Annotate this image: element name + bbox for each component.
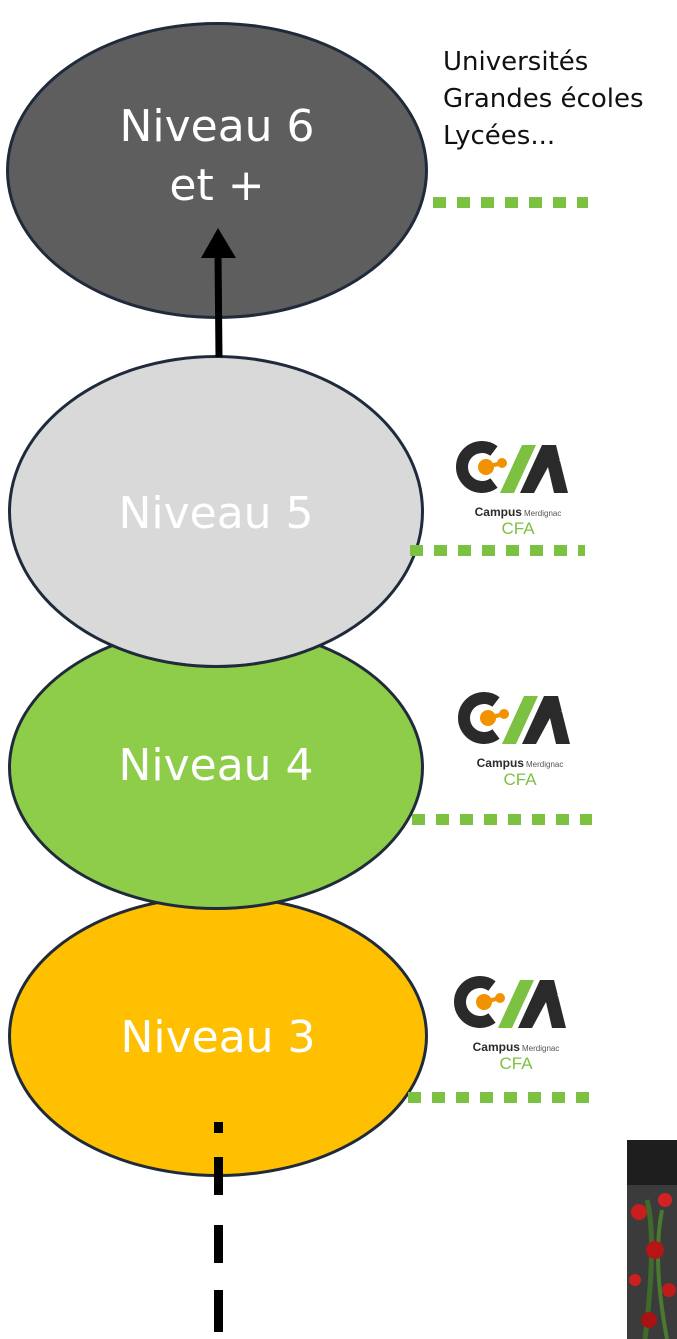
destination-universites: Universités	[443, 47, 589, 77]
campus-cfa-emblem-icon: ✦	[456, 441, 568, 493]
logo-place-word: Merdignac	[525, 760, 564, 769]
level-6-label-line1: Niveau 6	[119, 101, 315, 152]
level-6-destinations: Universités Grandes écoles Lycées...	[443, 44, 644, 155]
campus-cfa-emblem-icon: ✦	[458, 692, 570, 744]
level-5-ellipse: Niveau 5	[8, 355, 424, 668]
level-4-dotted-line	[412, 814, 592, 825]
level-6-label: Niveau 6 et +	[9, 97, 425, 216]
destination-grandes-ecoles: Grandes écoles	[443, 83, 644, 114]
svg-text:✦: ✦	[560, 705, 570, 719]
logo-place-word: Merdignac	[523, 509, 562, 518]
level-4-label: Niveau 4	[118, 740, 314, 791]
logo-campus-word: Campus	[474, 505, 522, 519]
level-3-dotted-line	[408, 1092, 590, 1103]
level-3-label: Niveau 3	[120, 1012, 316, 1063]
svg-text:✦: ✦	[556, 989, 566, 1003]
level-3-ellipse: Niveau 3	[8, 895, 428, 1177]
flower-photo-thumbnail	[627, 1140, 677, 1339]
logo-cfa-text: CFA	[499, 1054, 533, 1073]
logo-place-word: Merdignac	[521, 1044, 560, 1053]
level-5-dotted-line	[410, 545, 585, 556]
logo-campus-word: Campus	[476, 756, 524, 770]
level-4-ellipse: Niveau 4	[8, 625, 424, 910]
level-6-ellipse: Niveau 6 et +	[6, 22, 428, 319]
logo-cfa-text: CFA	[503, 770, 537, 789]
level-6-dotted-line	[433, 197, 588, 208]
logo-campus-word: Campus	[472, 1040, 520, 1054]
logo-cfa-text: CFA	[501, 519, 535, 538]
campus-cfa-emblem-icon: ✦	[454, 976, 566, 1028]
level-6-label-line2: et +	[169, 160, 265, 212]
svg-text:✦: ✦	[558, 454, 568, 468]
level-5-label: Niveau 5	[118, 488, 314, 539]
destination-lycees: Lycées...	[443, 120, 556, 151]
